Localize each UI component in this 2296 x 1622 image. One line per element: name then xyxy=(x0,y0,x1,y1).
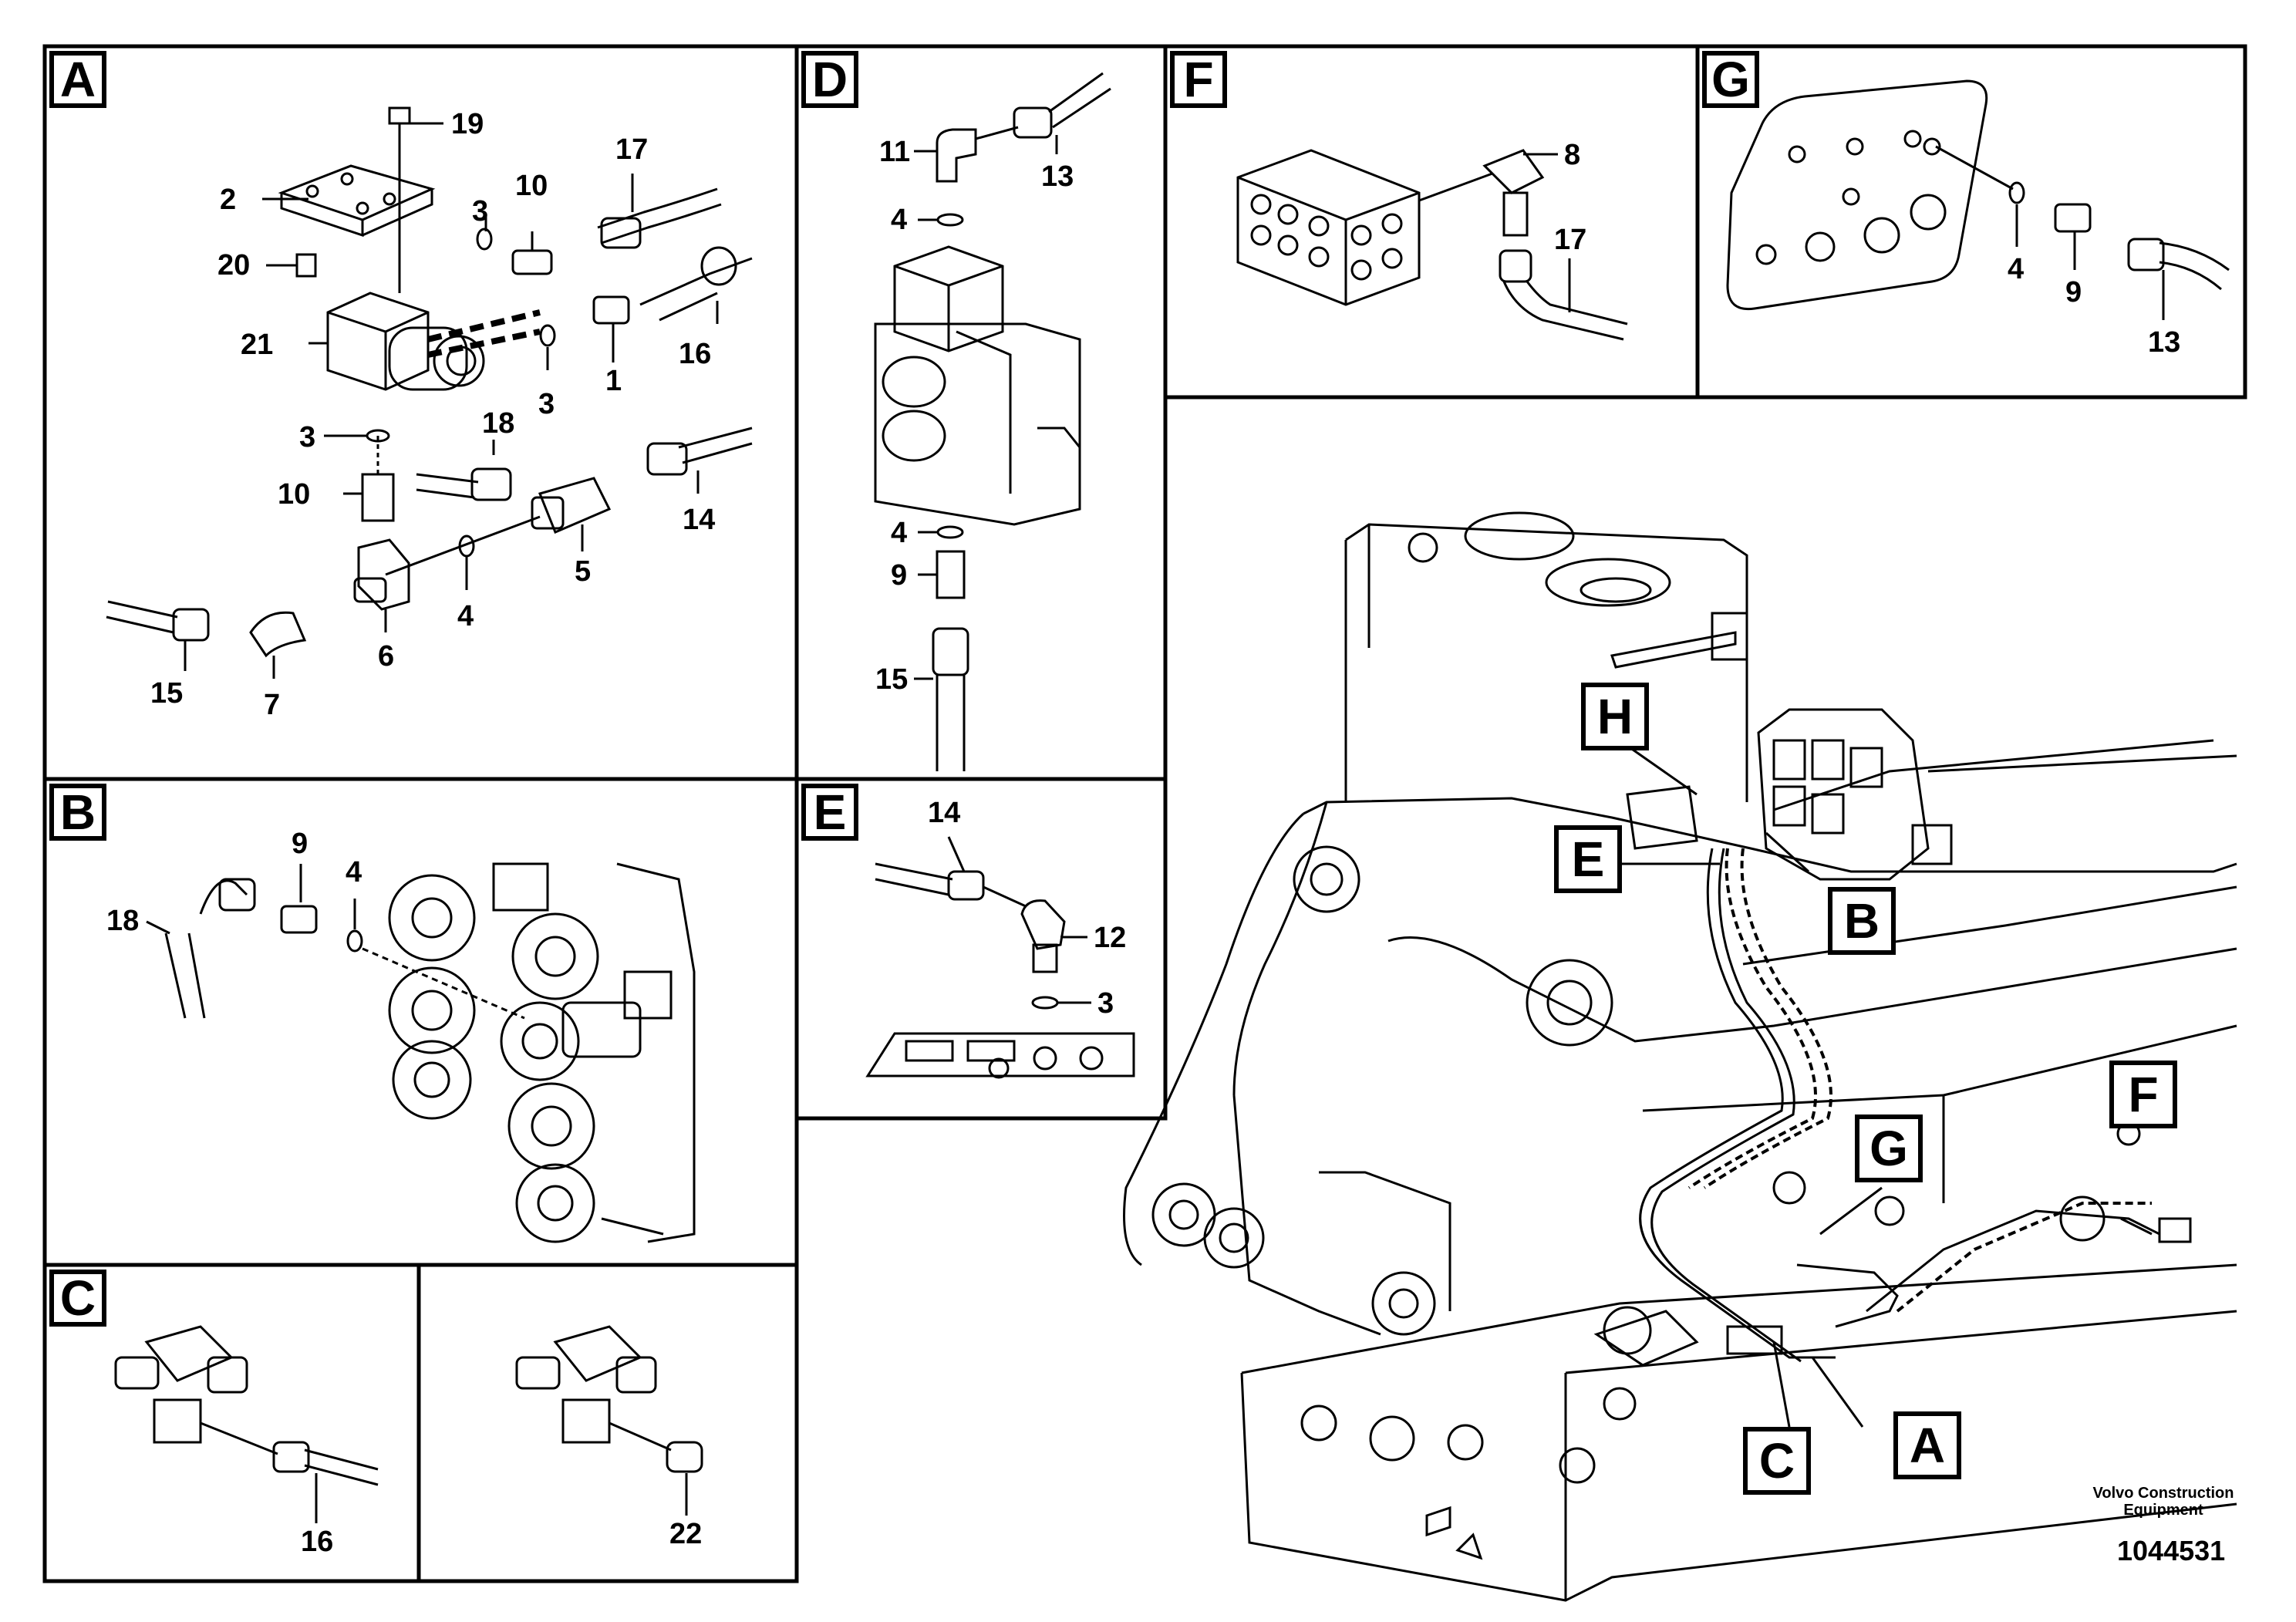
callout-b: B xyxy=(1828,887,1896,955)
panel-f-label: F xyxy=(1170,51,1227,108)
panel-c-label: C xyxy=(49,1270,106,1327)
callout-e: E xyxy=(1554,825,1622,893)
panel-e-art xyxy=(865,862,1135,1079)
part-label: 22 xyxy=(669,1518,703,1550)
part-label: 9 xyxy=(292,828,308,860)
panel-b-frame xyxy=(42,777,799,1267)
part-label: 20 xyxy=(217,249,251,282)
part-label: 3 xyxy=(472,195,489,228)
panel-c-art xyxy=(114,1325,379,1486)
callout-h: H xyxy=(1581,683,1649,750)
part-label: 13 xyxy=(2148,326,2181,359)
brand-line-1: Volvo Construction xyxy=(2092,1485,2234,1502)
part-label: 9 xyxy=(2065,276,2082,309)
callout-f: F xyxy=(2109,1061,2177,1128)
part-label: 18 xyxy=(106,905,140,937)
panel-c2-art xyxy=(515,1325,703,1473)
panel-a-label: A xyxy=(49,51,106,108)
part-label: 4 xyxy=(457,600,474,632)
part-label: 9 xyxy=(891,559,908,592)
part-label: 21 xyxy=(241,329,274,361)
panel-b-label: B xyxy=(49,784,106,841)
part-label: 14 xyxy=(683,504,716,536)
part-label: 17 xyxy=(615,133,649,166)
part-label: 13 xyxy=(1041,160,1074,193)
brand-caption: Volvo Construction Equipment xyxy=(2090,1485,2237,1519)
callout-a: A xyxy=(1893,1411,1961,1479)
part-label: 4 xyxy=(891,517,908,549)
part-label: 17 xyxy=(1554,224,1587,256)
panel-b-art xyxy=(164,862,696,1243)
part-label: 3 xyxy=(1097,987,1114,1020)
panel-c2-frame xyxy=(416,1263,799,1583)
part-label: 2 xyxy=(220,184,237,216)
part-label: 15 xyxy=(150,677,184,710)
panel-g-art xyxy=(1726,79,2230,311)
part-label: 3 xyxy=(538,388,555,420)
part-label: 1 xyxy=(605,365,622,397)
part-label: 7 xyxy=(264,689,281,721)
part-label: 12 xyxy=(1094,922,1127,954)
part-label: 5 xyxy=(575,555,592,588)
part-label: 4 xyxy=(2008,253,2025,285)
part-label: 4 xyxy=(346,856,362,889)
panel-d-frame xyxy=(794,44,1168,781)
part-label: 16 xyxy=(679,338,712,370)
panel-g-frame xyxy=(1695,44,2247,400)
panel-e-label: E xyxy=(801,784,858,841)
panel-g-label: G xyxy=(1702,51,1759,108)
panel-f-art xyxy=(1236,149,1628,341)
part-label: 16 xyxy=(301,1526,334,1558)
part-label: 3 xyxy=(299,421,316,454)
part-label: 10 xyxy=(278,478,311,511)
machine-overview-art xyxy=(1123,511,2237,1602)
callout-c: C xyxy=(1743,1427,1811,1495)
part-label: 10 xyxy=(515,170,548,202)
part-label: 11 xyxy=(879,136,911,168)
panel-d-art xyxy=(874,72,1111,771)
callout-g: G xyxy=(1855,1114,1923,1182)
part-label: 18 xyxy=(482,407,515,440)
part-label: 15 xyxy=(875,663,909,696)
brand-line-2: Equipment xyxy=(2123,1502,2203,1519)
part-label: 19 xyxy=(451,108,484,140)
part-label: 6 xyxy=(378,640,395,673)
part-label: 4 xyxy=(891,204,908,236)
part-label: 8 xyxy=(1564,139,1581,171)
panel-d-label: D xyxy=(801,51,858,108)
panel-f-frame xyxy=(1163,44,1700,400)
panel-e-frame xyxy=(794,777,1168,1121)
panel-a-art xyxy=(106,106,753,658)
panel-a-frame xyxy=(42,44,799,781)
document-number: 1044531 xyxy=(2117,1535,2226,1566)
part-label: 14 xyxy=(928,797,961,829)
leader-lines xyxy=(146,122,2165,1523)
